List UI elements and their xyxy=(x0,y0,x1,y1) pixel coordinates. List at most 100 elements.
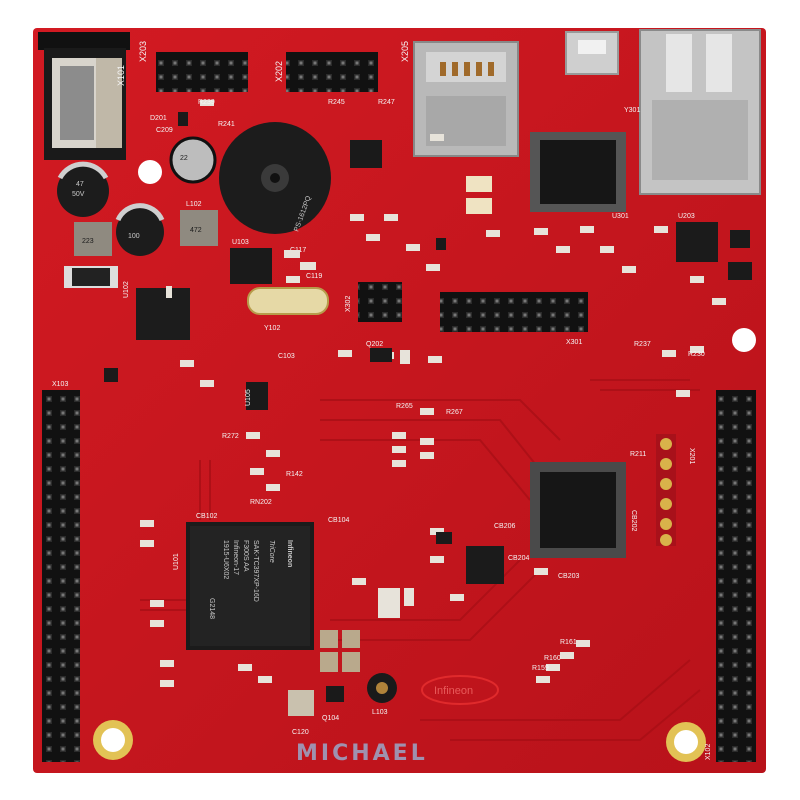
label-cb104: CB104 xyxy=(328,517,350,524)
chip-u102: U102 xyxy=(123,281,190,340)
crystal-y102: Y102 xyxy=(247,287,329,332)
pin-header-x201: X201 xyxy=(656,434,695,546)
electrolytic-capacitor-100: 100 xyxy=(115,203,165,256)
label-y301: Y301 xyxy=(624,107,640,114)
logo-text: Infineon xyxy=(434,685,473,697)
label-u101: U101 xyxy=(173,553,180,570)
cap-value-50v: 50V xyxy=(72,191,85,198)
ethernet-controller-chip: U301 Y301 xyxy=(530,107,640,220)
label-r239: R239 xyxy=(198,99,215,106)
smd-components xyxy=(140,100,726,687)
label-r230: R230 xyxy=(688,351,705,358)
label-x101: X101 xyxy=(116,65,126,86)
label-x203: X203 xyxy=(138,41,148,62)
label-r265: R265 xyxy=(396,403,413,410)
pin-header-x301: X301 xyxy=(440,292,588,346)
sd-card-slot: X205 xyxy=(400,41,519,157)
label-x201: X201 xyxy=(688,448,695,464)
cap-value-22: 22 xyxy=(180,155,188,162)
label-cb206: CB206 xyxy=(494,523,516,530)
status-leds xyxy=(466,176,492,214)
ceramic-capacitors-bottom: C120 xyxy=(288,630,360,736)
piezo-buzzer: PS-1612PQ xyxy=(219,122,331,234)
label-r245: R245 xyxy=(328,99,345,106)
label-x302: X302 xyxy=(345,296,352,312)
label-r211: R211 xyxy=(630,451,646,458)
pin-header-x103: X103 xyxy=(42,381,80,762)
label-rn202: RN202 xyxy=(250,499,272,506)
label-x202: X202 xyxy=(274,61,284,82)
label-q202: Q202 xyxy=(366,341,383,348)
inductor-223: 223 xyxy=(74,222,112,256)
label-x103: X103 xyxy=(52,381,68,388)
dc-power-jack xyxy=(38,32,130,160)
cap-value-47: 47 xyxy=(76,181,84,188)
mounting-hole-top-right xyxy=(732,328,756,352)
label-r272: R272 xyxy=(222,433,239,440)
label-r160: R160 xyxy=(544,655,561,662)
label-u105: U105 xyxy=(245,389,252,406)
chip-u103: U103 C117 C119 xyxy=(230,239,322,284)
resistor-shunt xyxy=(64,266,118,288)
label-c103: C103 xyxy=(278,353,295,360)
label-d201: D201 xyxy=(150,115,167,122)
label-r159: R159 xyxy=(532,665,549,672)
ethernet-rj45-jack xyxy=(639,29,761,195)
label-q104: Q104 xyxy=(322,715,339,722)
label-u301: U301 xyxy=(612,213,629,220)
pin-header-x102: X102 xyxy=(705,390,756,762)
label-y102: Y102 xyxy=(264,325,280,332)
pin-header-x203: X203 xyxy=(138,41,248,92)
mcu-part: SAK-TC397XP-16D xyxy=(252,540,259,602)
label-r237: R237 xyxy=(634,341,651,348)
label-x102: X102 xyxy=(705,744,712,760)
label-r241: R241 xyxy=(218,121,235,128)
mcu-line4: 1915-U6X02 xyxy=(222,540,229,579)
label-x301: X301 xyxy=(566,339,582,346)
micro-usb-port xyxy=(565,31,619,75)
label-l102: L102 xyxy=(186,201,202,208)
label-cb202: CB202 xyxy=(630,510,637,532)
transistor-q104: Q104 xyxy=(322,686,344,722)
mounting-holes xyxy=(93,160,756,762)
pin-header-x302: X302 xyxy=(345,282,402,322)
electrolytic-capacitor-22: 22 C209 xyxy=(156,127,217,184)
dark-smd-components xyxy=(104,112,752,544)
label-c120: C120 xyxy=(292,729,309,736)
label-c119: C119 xyxy=(306,273,322,280)
label-l103: L103 xyxy=(372,709,388,716)
cap-value-100: 100 xyxy=(128,233,140,240)
electrolytic-capacitor-47: 50V 47 xyxy=(57,161,109,217)
inductor-value-472: 472 xyxy=(190,227,202,234)
chip-qfn-middle: CB204 CB206 xyxy=(466,523,530,584)
label-u102: U102 xyxy=(123,281,130,298)
mcu-brand: Infineon xyxy=(286,540,293,567)
mcu-line3: Infineon-17 xyxy=(232,540,239,575)
label-cb204: CB204 xyxy=(508,555,530,562)
inductor-l103: L103 xyxy=(367,673,397,716)
label-u203: U203 xyxy=(678,213,695,220)
label-c209: C209 xyxy=(156,127,173,134)
chip-u203: U203 xyxy=(676,213,718,262)
label-cb102: CB102 xyxy=(196,513,218,520)
mcu-family: TriCore xyxy=(268,540,275,563)
mcu-code: G2148 xyxy=(208,598,215,619)
label-r247: R247 xyxy=(378,99,395,106)
mcu-line2: F300S AA xyxy=(242,540,249,572)
microcontroller-qfp-right: CB202 CB203 xyxy=(530,462,637,580)
inductor-value-223: 223 xyxy=(82,238,94,245)
label-r142: R142 xyxy=(286,471,303,478)
mounting-hole-top-left xyxy=(138,160,162,184)
watermark: MICHAEL xyxy=(296,741,428,766)
silkscreen-labels: X101 R239 R241 D201 R245 R247 R265 R267 … xyxy=(116,65,705,672)
infineon-tricore-mcu: Infineon TriCore SAK-TC397XP-16D F300S A… xyxy=(173,513,350,650)
inductor-l102: 472 L102 xyxy=(180,201,218,246)
label-cb203: CB203 xyxy=(558,573,580,580)
label-r267: R267 xyxy=(446,409,463,416)
label-r161: R161 xyxy=(560,639,577,646)
label-u103: U103 xyxy=(232,239,249,246)
pin-header-x202: X202 xyxy=(274,52,378,92)
label-x205: X205 xyxy=(400,41,410,62)
infineon-logo-silkscreen: Infineon xyxy=(421,675,499,705)
